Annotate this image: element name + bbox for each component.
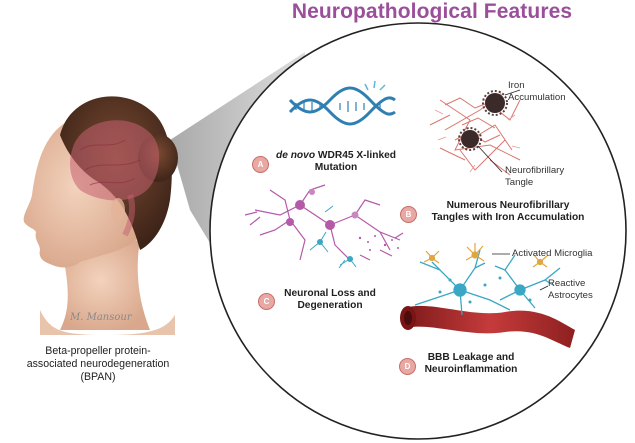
feature-d-label: BBB Leakage and Neuroinflammation (416, 352, 526, 376)
figure-title: Neuropathological Features (291, 0, 573, 23)
feature-c-badge: C (258, 293, 275, 310)
feature-a-italic: de novo (275, 150, 316, 161)
astrocyte-icon (414, 249, 561, 316)
feature-a-line1: WDR45 X-linked (315, 150, 396, 161)
reactive-astrocytes-label: Reactive Astrocytes (548, 278, 628, 301)
bpan-caption: Beta-propeller protein- associated neuro… (8, 345, 188, 385)
feature-b-line1: Numerous Neurofibrillary (446, 200, 570, 211)
caption-line1: Beta-propeller protein- (45, 345, 151, 357)
glia-cells-c (309, 205, 357, 269)
astro-label-line1: Reactive (548, 278, 586, 289)
feature-c-line1: Neuronal Loss and (284, 288, 376, 299)
microglia-icon (423, 243, 548, 268)
nft-label-line1: Neurofibrillary (505, 165, 565, 176)
feature-c-line2: Degeneration (297, 300, 363, 312)
feature-b-badge: B (400, 206, 417, 223)
feature-c-label: Neuronal Loss and Degeneration (275, 288, 385, 312)
artist-signature: M. Mansour (70, 312, 132, 323)
head-illustration (23, 96, 178, 335)
debris-dots (358, 235, 399, 251)
astro-label-line2: Astrocytes (548, 289, 593, 301)
dna-helix-icon (288, 80, 396, 126)
iron-accumulation-icon (458, 90, 508, 151)
neuron-cell-bodies (286, 189, 359, 230)
iron-label-line2: Accumulation (508, 91, 566, 103)
blood-vessel-icon (400, 305, 575, 348)
nft-label-line2: Tangle (505, 176, 534, 188)
caption-line3: (BPAN) (80, 371, 116, 384)
feature-a-badge: A (252, 156, 269, 173)
caption-line2: associated neurodegeneration (26, 358, 170, 371)
feature-d-line2: Neuroinflammation (424, 364, 518, 376)
feature-b-line2: Tangles with Iron Accumulation (431, 212, 585, 224)
detail-circle (209, 22, 627, 440)
activated-microglia-label: Activated Microglia (512, 248, 593, 259)
feature-d-line1: BBB Leakage and (427, 352, 515, 363)
leakage-dots (438, 276, 532, 304)
iron-label-line1: Iron (508, 80, 525, 91)
feature-a-label: de novo WDR45 X-linked Mutation (266, 150, 406, 174)
neurofibrillary-tangle-label: Neurofibrillary Tangle (505, 165, 595, 188)
feature-d-badge: D (399, 358, 416, 375)
iron-accumulation-label: Iron Accumulation (508, 80, 598, 103)
feature-b-label: Numerous Neurofibrillary Tangles with Ir… (418, 200, 598, 224)
feature-a-line2: Mutation (314, 162, 358, 174)
